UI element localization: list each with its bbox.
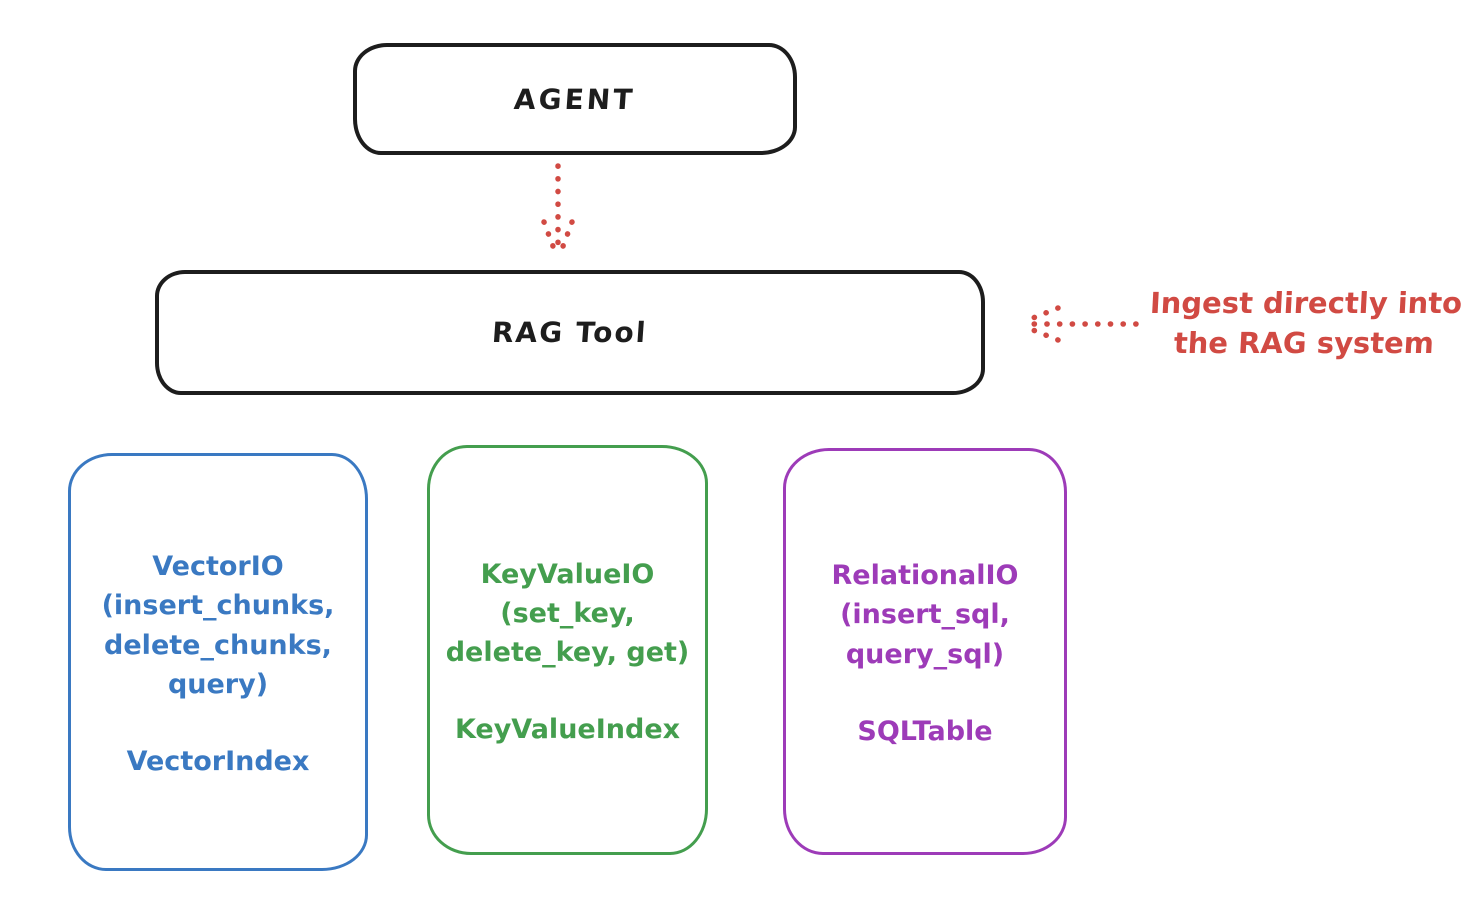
rag-tool-node: RAG Tool xyxy=(155,270,985,395)
rag-tool-label: RAG Tool xyxy=(491,316,649,349)
relational-io-label: RelationalIO (insert_sql, query_sql) xyxy=(831,560,1019,670)
agent-node: AGENT xyxy=(353,43,797,155)
ingest-annotation: Ingest directly into the RAG system xyxy=(1149,286,1464,361)
keyvalue-io-label: KeyValueIO (set_key, delete_key, get) xyxy=(445,558,690,669)
vector-io-label: VectorIO (insert_chunks, delete_chunks, … xyxy=(101,551,335,700)
vector-index-label: VectorIndex xyxy=(126,745,310,777)
ingest-arrow xyxy=(1020,305,1139,343)
keyvalue-index-label: KeyValueIndex xyxy=(454,714,681,746)
backend-card-keyvalue-io: KeyValueIO (set_key, delete_key, get) Ke… xyxy=(427,445,708,855)
sql-table-label: SQLTable xyxy=(857,715,993,747)
backend-card-relational-io: RelationalIO (insert_sql, query_sql) SQL… xyxy=(783,448,1067,855)
agent-label: AGENT xyxy=(513,82,637,116)
agent-to-ragtool-arrow xyxy=(541,163,575,260)
backend-card-vector-io: VectorIO (insert_chunks, delete_chunks, … xyxy=(68,453,368,871)
